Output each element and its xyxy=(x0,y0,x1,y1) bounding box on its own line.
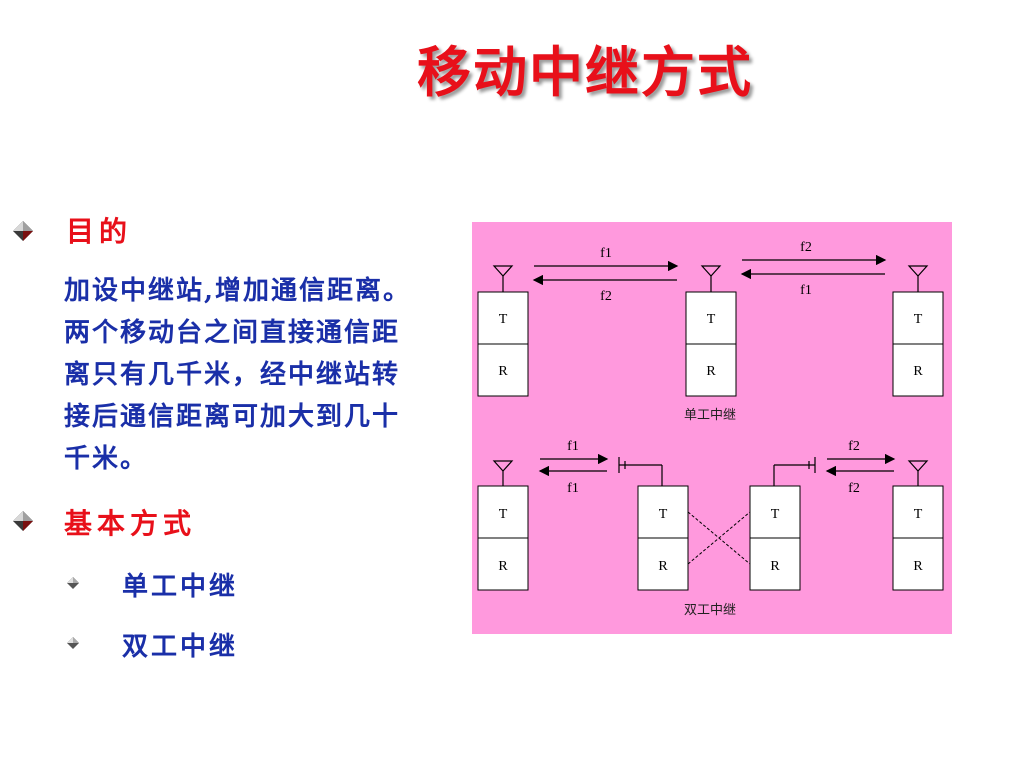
frequency-label: f1 xyxy=(600,246,612,261)
transmitter-label: T xyxy=(707,312,716,327)
transmitter-label: T xyxy=(914,507,923,522)
relay-diagram-svg: T R T R T R f1 f2 f2 f1 xyxy=(477,240,944,618)
purpose-line: 离只有几千米，经中继站转 xyxy=(64,360,401,390)
station-box: T R xyxy=(892,485,944,591)
transmitter-label: T xyxy=(914,312,923,327)
station-box: T R xyxy=(477,291,529,397)
purpose-line: 加设中继站,增加通信距离。 xyxy=(64,276,412,306)
receiver-label: R xyxy=(706,364,716,379)
receiver-label: R xyxy=(770,559,780,574)
transmitter-label: T xyxy=(499,312,508,327)
purpose-line: 千米。 xyxy=(64,444,149,474)
antenna-icon xyxy=(773,457,816,486)
antenna-icon xyxy=(492,265,514,292)
receiver-label: R xyxy=(913,364,923,379)
station-box: T R xyxy=(892,291,944,397)
simplex-caption: 单工中继 xyxy=(684,408,736,423)
antenna-icon xyxy=(492,460,514,486)
receiver-label: R xyxy=(498,364,508,379)
station-box: T R xyxy=(749,485,801,591)
diamond-bullet-icon xyxy=(67,577,79,589)
receiver-label: R xyxy=(658,559,668,574)
station-box: T R xyxy=(685,291,737,397)
frequency-label: f2 xyxy=(848,439,860,454)
frequency-label: f2 xyxy=(600,289,612,304)
frequency-label: f1 xyxy=(567,481,579,496)
diamond-bullet-icon xyxy=(67,637,79,649)
antenna-icon xyxy=(618,457,663,486)
frequency-label: f1 xyxy=(800,283,812,298)
simplex-relay: T R T R T R f1 f2 f2 f1 xyxy=(477,240,944,423)
frequency-label: f2 xyxy=(848,481,860,496)
station-box: T R xyxy=(637,485,689,591)
method-item-duplex: 双工中继 xyxy=(122,632,239,662)
purpose-text: 加设中继站,增加通信距离。 两个移动台之间直接通信距 离只有几千米，经中继站转 … xyxy=(64,270,484,480)
page-title: 移动中继方式 xyxy=(417,40,753,104)
purpose-line: 接后通信距离可加大到几十 xyxy=(64,402,401,432)
purpose-heading: 目的 xyxy=(66,215,133,248)
transmitter-label: T xyxy=(771,507,780,522)
diamond-bullet-icon xyxy=(13,221,33,241)
duplex-caption: 双工中继 xyxy=(684,603,736,618)
purpose-line: 两个移动台之间直接通信距 xyxy=(64,318,401,348)
method-item-simplex: 单工中继 xyxy=(122,572,239,602)
antenna-icon xyxy=(907,265,929,292)
receiver-label: R xyxy=(913,559,923,574)
station-box: T R xyxy=(477,485,529,591)
frequency-label: f1 xyxy=(567,439,579,454)
relay-diagram: T R T R T R f1 f2 f2 f1 xyxy=(472,222,952,634)
transmitter-label: T xyxy=(659,507,668,522)
diamond-bullet-icon xyxy=(13,511,33,531)
antenna-icon xyxy=(907,460,929,486)
duplex-relay: T R T R T R T R xyxy=(477,439,944,618)
frequency-label: f2 xyxy=(800,240,812,255)
receiver-label: R xyxy=(498,559,508,574)
methods-heading: 基本方式 xyxy=(64,507,197,540)
transmitter-label: T xyxy=(499,507,508,522)
antenna-icon xyxy=(700,265,722,292)
cross-link xyxy=(687,511,751,565)
